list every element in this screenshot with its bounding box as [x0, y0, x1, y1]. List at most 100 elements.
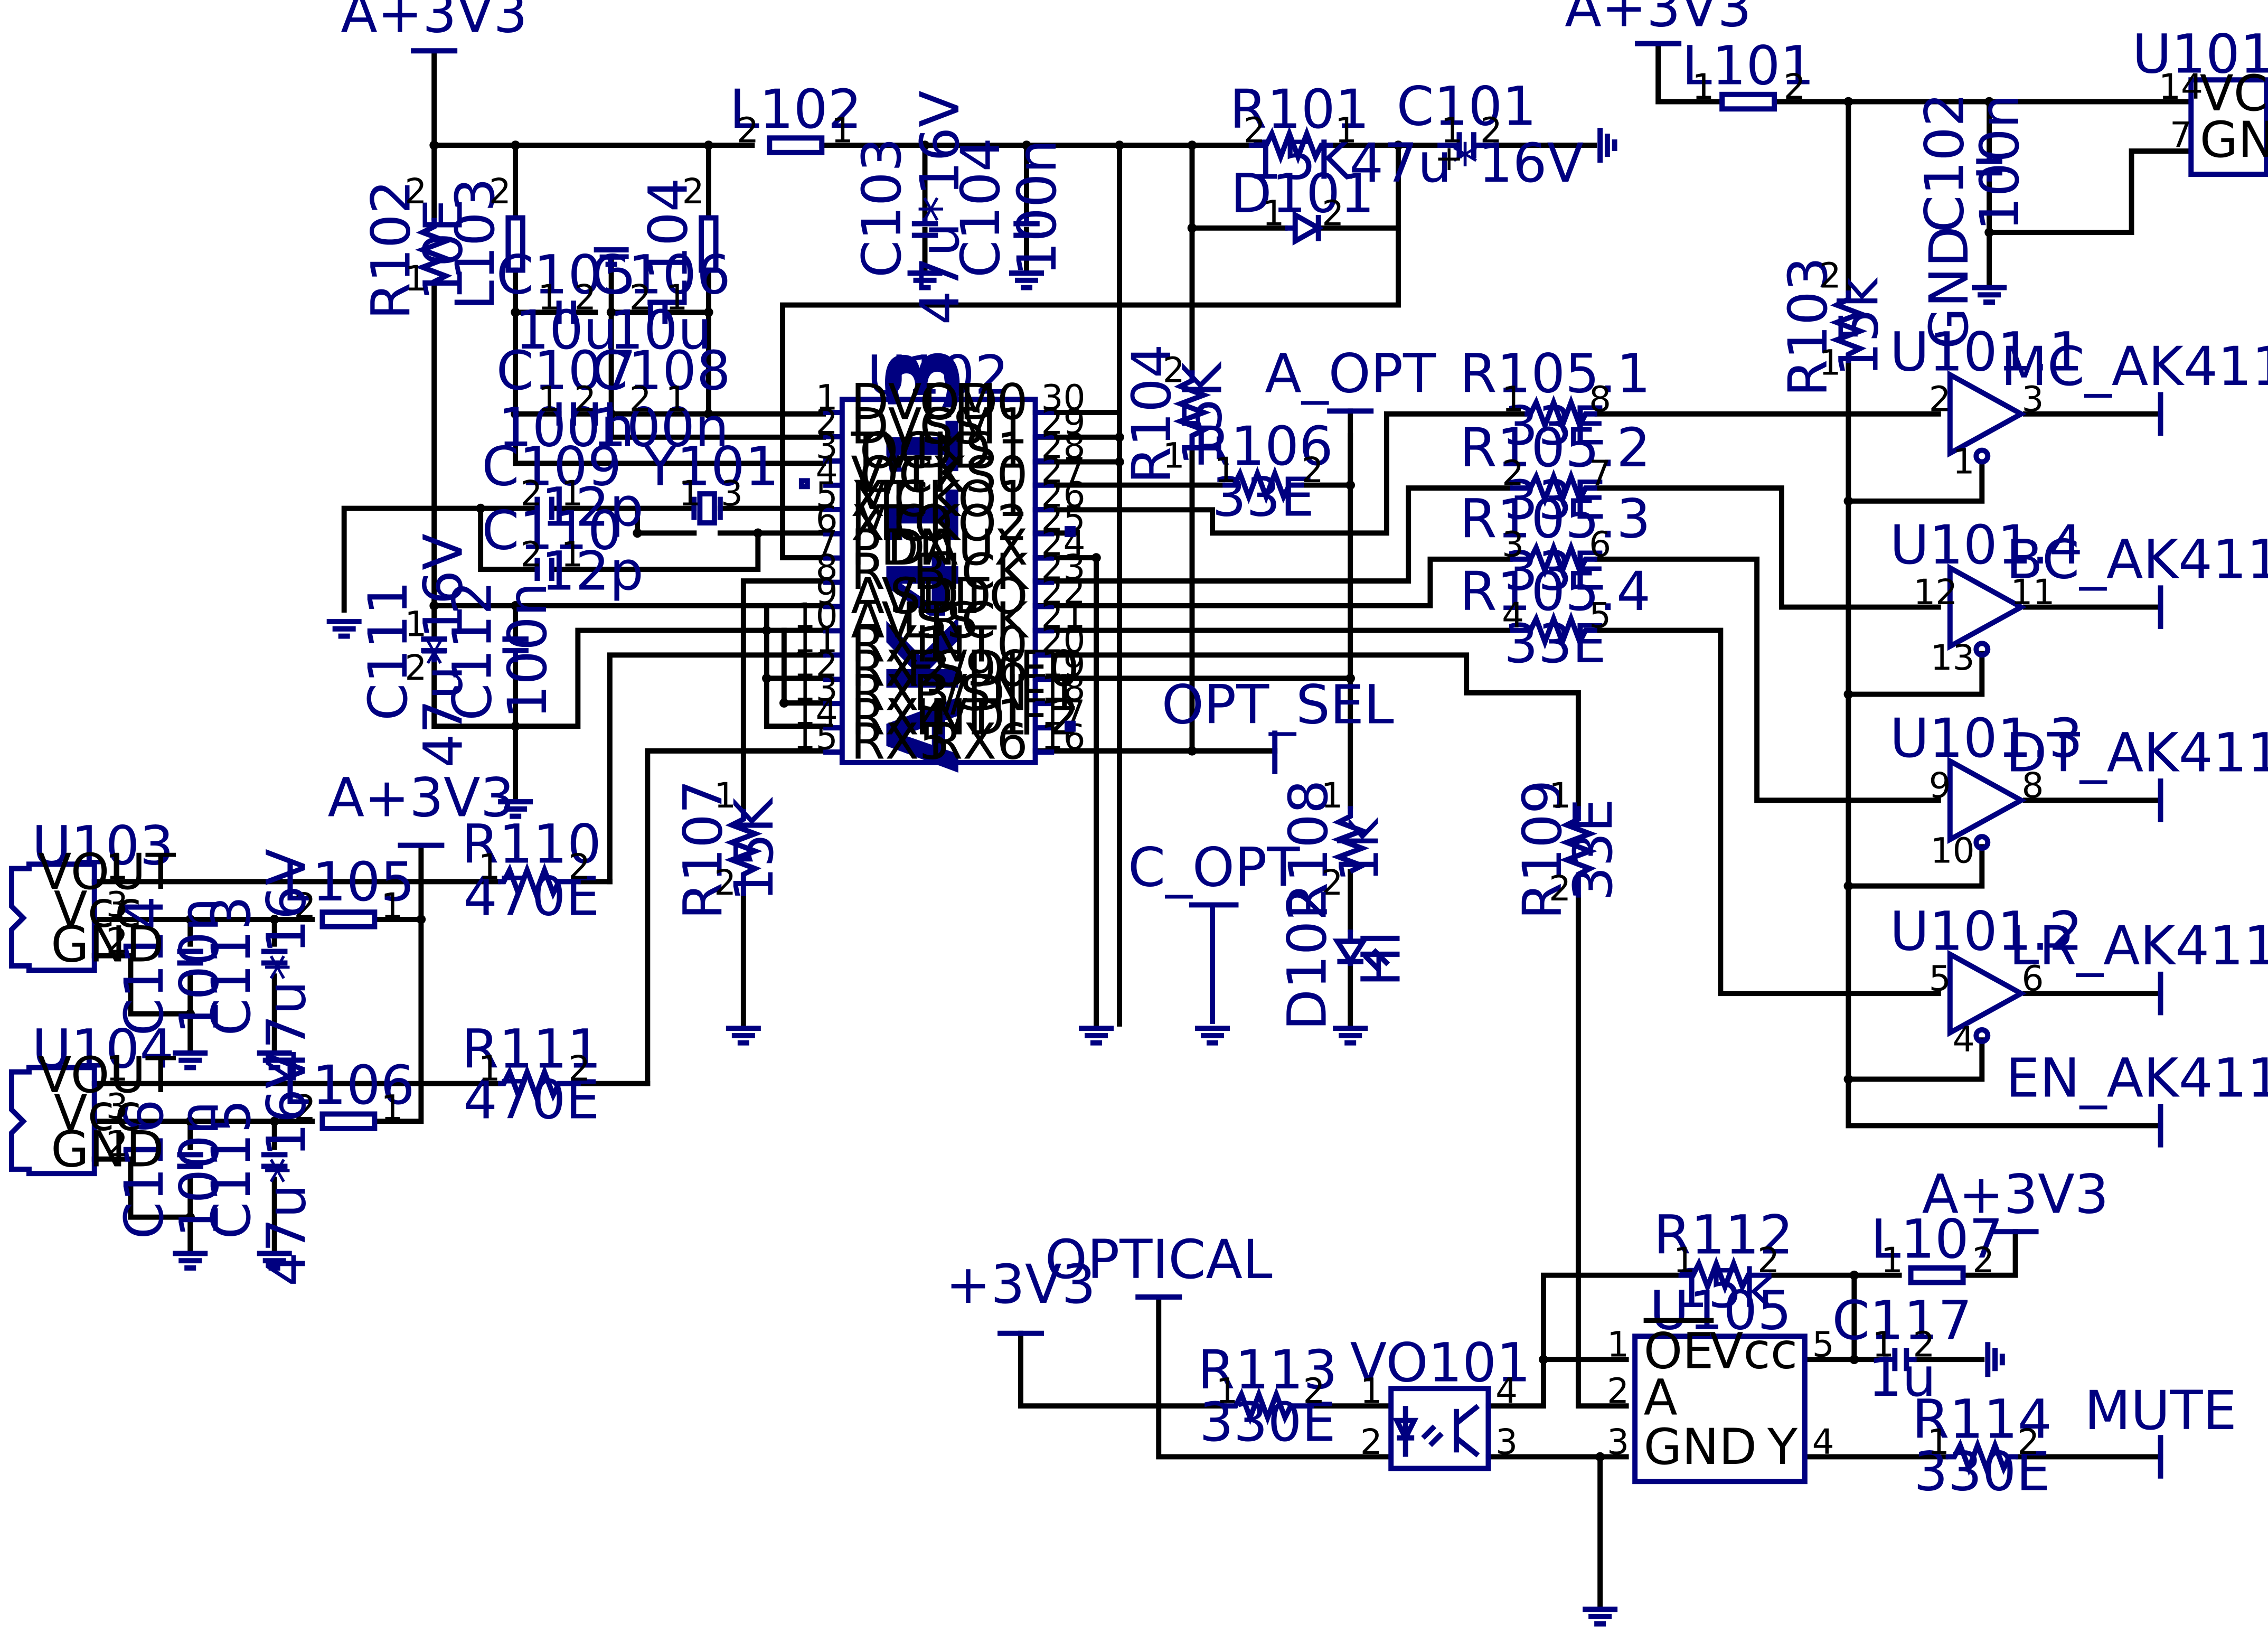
ref-label: R103	[1777, 257, 1839, 397]
svg-text:1: 1	[1502, 379, 1524, 419]
port-a-opt: A_OPT	[1265, 343, 1436, 414]
svg-text:1: 1	[1872, 1325, 1894, 1365]
capacitor-c103: C103 47u*16V	[851, 90, 971, 325]
pin-label: GND	[51, 1121, 164, 1178]
capacitor-c111: C111 47u*16V 12	[357, 533, 474, 768]
pin-number: 27	[1041, 450, 1086, 491]
svg-text:4: 4	[1495, 1371, 1518, 1412]
ref-label: C101	[1397, 76, 1537, 138]
svg-text:2: 2	[568, 847, 590, 887]
svg-text:1: 1	[1673, 1240, 1696, 1281]
ref-label: R105.1	[1460, 343, 1651, 405]
value-label: HI	[1350, 931, 1413, 987]
power-label: +3V3	[946, 1253, 1096, 1316]
value-label: 15K	[1248, 129, 1352, 191]
svg-text:2: 2	[489, 171, 511, 212]
capacitor-c104: C104 100n	[949, 138, 1068, 278]
ref-label: C116	[113, 1099, 175, 1239]
pin-label: VCC	[2200, 65, 2268, 123]
ground-icon	[1988, 1342, 2002, 1377]
ref-label: U102	[867, 344, 1009, 406]
pin-label: RX4/DIF2	[851, 689, 1079, 747]
wires	[91, 41, 2189, 1608]
ref-label: L104	[637, 178, 700, 311]
pin-label: DVDD	[851, 373, 997, 431]
ref-label: R101	[1230, 78, 1370, 140]
ref-label: C103	[851, 138, 913, 278]
pin-number: 15	[794, 717, 838, 758]
pin-label: INT0	[915, 616, 1028, 674]
svg-text:2: 2	[1480, 110, 1502, 151]
pin-label: GND	[2200, 111, 2268, 169]
optocoupler-vo101: VO101 12 43	[1350, 1331, 1531, 1471]
port-en-ak4113: EN_AK4113	[2006, 1047, 2268, 1148]
port-opt-sel: OPT_SEL	[1162, 674, 1394, 774]
port-label: MUTE	[2084, 1379, 2237, 1442]
ic-pins: DVDD1DVSS2TVDD3V/TX4XTI5XTO6PDN7R8AVDD9A…	[794, 373, 1086, 771]
pin-label: RX1	[851, 616, 950, 674]
svg-text:1: 1	[538, 379, 560, 419]
pin-number: 30	[1041, 378, 1086, 418]
ref-label: C106	[591, 244, 731, 306]
ref-label: U104	[32, 1018, 174, 1080]
value-label: 330E	[1199, 1391, 1335, 1453]
ref-label: C114	[113, 896, 175, 1036]
svg-text:1: 1	[831, 110, 853, 151]
pin-label: RX6	[928, 713, 1028, 771]
pin-label: GND	[1644, 1419, 1757, 1476]
pin-number: 6	[816, 499, 838, 539]
svg-text:2: 2	[1757, 1240, 1780, 1281]
port-label: BC_AK4113	[2006, 529, 2268, 591]
pin-label: INT1	[915, 689, 1028, 747]
ic-u101-5: U101.5 VCC GND 14 7	[2132, 23, 2268, 177]
svg-text:14: 14	[2159, 67, 2203, 107]
svg-text:1: 1	[538, 277, 560, 318]
value-label: 470E	[463, 866, 599, 928]
svg-text:3: 3	[106, 884, 128, 925]
port-lr-ak4113: LR_AK4113	[2009, 915, 2268, 1016]
pin-label: AVDD	[851, 568, 991, 625]
svg-text:2: 2	[629, 277, 652, 318]
svg-text:2: 2	[294, 1087, 316, 1128]
svg-text:3: 3	[1607, 1422, 1629, 1462]
value-label: 33E	[1562, 799, 1624, 901]
svg-text:1: 1	[106, 847, 128, 887]
pin-label: LRCK	[902, 592, 1030, 650]
ref-label: D101	[1230, 163, 1375, 225]
power-port-a3v3-3: A+3V3	[327, 767, 514, 848]
capacitor-c114: C114 100n	[113, 896, 230, 1036]
port-optical: OPTICAL	[1045, 1228, 1273, 1300]
pin-number: 25	[1041, 499, 1086, 539]
pin-number: 8	[816, 547, 838, 588]
pin-label: FS96	[906, 641, 1028, 698]
value-label: 100n	[592, 396, 729, 458]
power-label: A+3V3	[1565, 0, 1752, 39]
value-label: 47u*16V	[255, 849, 317, 1083]
pin-number: 7	[816, 523, 838, 564]
ref-label: L106	[283, 1054, 415, 1116]
capacitor-c116: C116 100n	[113, 1099, 230, 1239]
nc-markers	[798, 478, 1076, 732]
svg-text:2: 2	[1784, 67, 1806, 107]
svg-text:12: 12	[1913, 572, 1958, 613]
svg-text:1: 1	[404, 258, 427, 299]
svg-text:1: 1	[106, 1048, 128, 1089]
ground-icon	[726, 1028, 761, 1043]
svg-text:1: 1	[1321, 775, 1343, 816]
pin-number: 10	[794, 596, 838, 636]
value-label: 1u	[1868, 1346, 1936, 1408]
power-label: A+3V3	[341, 0, 528, 45]
value-label: 12p	[541, 540, 644, 603]
ref-label: U103	[32, 814, 174, 877]
port-label: OPT_SEL	[1162, 674, 1394, 736]
ref-label: R107	[672, 780, 735, 919]
pin-number: 9	[816, 571, 838, 612]
